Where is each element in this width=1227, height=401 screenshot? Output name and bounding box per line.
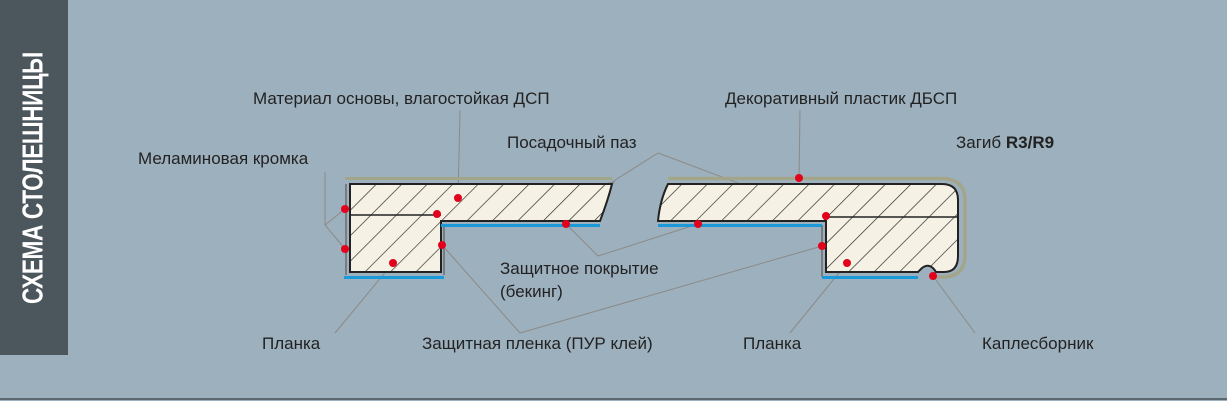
label-plank-left: Планка	[262, 334, 321, 353]
decorative-plastic-layer-right	[668, 176, 967, 279]
marker-dot	[389, 259, 397, 267]
label-drip: Каплесборник	[982, 334, 1094, 353]
label-plank-right: Планка	[743, 334, 802, 353]
marker-dot	[795, 174, 803, 182]
label-backing-line1: Защитное покрытие	[500, 259, 659, 278]
marker-dot	[818, 242, 826, 250]
marker-dot	[454, 194, 462, 202]
right-profile	[656, 176, 967, 279]
marker-dot	[929, 272, 937, 280]
label-base-material: Материал основы, влагостойкая ДСП	[253, 89, 550, 108]
marker-dot	[843, 259, 851, 267]
marker-dot	[433, 210, 441, 218]
label-groove: Посадочный паз	[507, 133, 637, 152]
marker-dot	[438, 241, 446, 249]
marker-dot	[694, 220, 702, 228]
leader-lines	[324, 109, 976, 334]
markers	[341, 174, 937, 280]
marker-dot	[341, 205, 349, 213]
bend-value: R3/R9	[1005, 133, 1055, 152]
board-right	[656, 183, 959, 273]
bend-prefix: Загиб	[956, 133, 1002, 152]
label-pur-film: Защитная пленка (ПУР клей)	[422, 334, 653, 353]
label-decorative-plastic: Декоративный пластик ДБСП	[725, 89, 958, 108]
marker-dot	[822, 212, 830, 220]
bottom-divider	[0, 398, 1227, 400]
label-backing-line2: (бекинг)	[500, 282, 563, 301]
label-bend: Загиб R3/R9	[956, 132, 1054, 153]
marker-dot	[562, 220, 570, 228]
label-melamine-edge: Меламиновая кромка	[138, 149, 309, 168]
marker-dot	[341, 245, 349, 253]
sidebar-title-panel: СХЕМА СТОЛЕШНИЦЫ	[0, 0, 68, 355]
